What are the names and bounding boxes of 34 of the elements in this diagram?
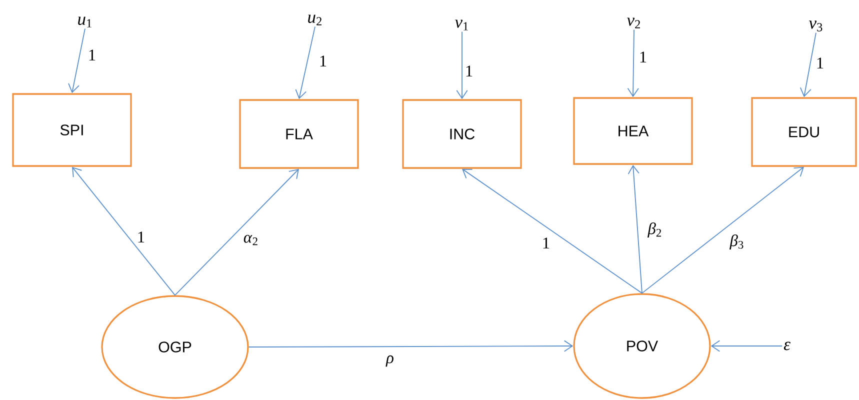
edge-label: β$_{3}$ (728, 233, 746, 251)
arrow (456, 31, 468, 100)
arrow (174, 168, 299, 296)
edge-label: ρ (384, 354, 396, 368)
variable-label: u$_{1}$ (78, 16, 92, 28)
indicator-box: SPI (12, 93, 132, 167)
arrow (462, 168, 642, 294)
edge-label: 1 (136, 230, 146, 244)
edge-label: 1 (638, 50, 648, 64)
variable-label: ε (784, 342, 790, 350)
variable-label: u$_{2}$ (308, 14, 322, 26)
edge-label: 1 (318, 54, 328, 68)
edge-label: 1 (540, 236, 552, 250)
variable-label: v$_{3}$ (808, 20, 822, 32)
indicator-box: FLA (239, 99, 359, 169)
edge-label: 1 (86, 48, 98, 62)
variable-label: v$_{1}$ (454, 20, 468, 30)
arrow (295, 26, 316, 100)
variable-label: v$_{2}$ (626, 18, 640, 28)
indicator-box: EDU (751, 97, 857, 167)
edge-label: 1 (814, 56, 826, 70)
arrow (68, 28, 86, 94)
edge-label: β$_{2}$ (646, 221, 664, 239)
edge-label: α$_{2}$ (242, 234, 260, 246)
arrow (72, 166, 176, 296)
edge-label: 1 (464, 64, 474, 78)
arrow (628, 164, 642, 294)
indicator-box: INC (402, 99, 522, 169)
arrow (710, 340, 783, 352)
arrow (627, 29, 639, 98)
arrow (642, 166, 804, 294)
arrow (800, 32, 816, 98)
arrow (248, 340, 574, 352)
indicator-box: HEA (573, 97, 693, 165)
